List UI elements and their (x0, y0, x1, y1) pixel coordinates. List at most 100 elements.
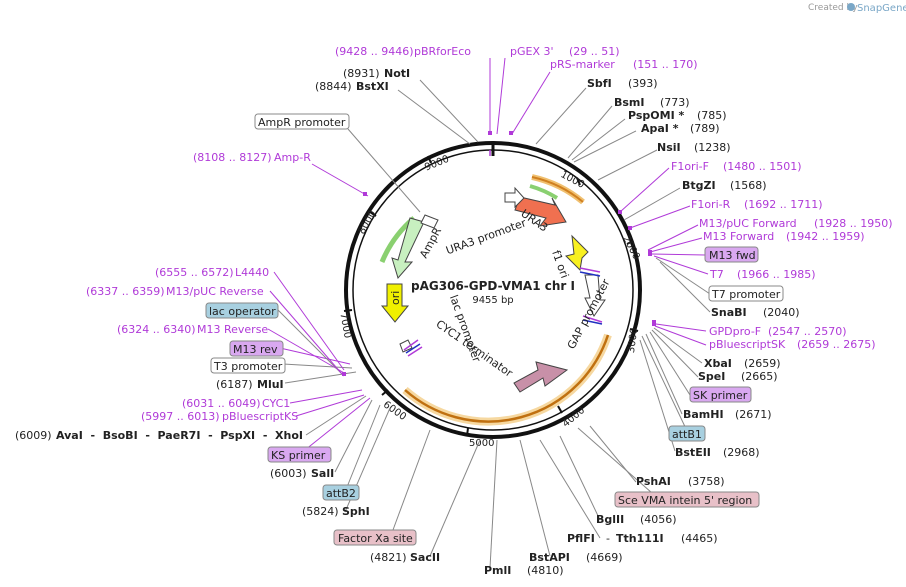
t3-promoter-name: T3 promoter (213, 360, 283, 373)
sbfi-name: SbfI (587, 77, 612, 90)
tick-marks (343, 155, 639, 437)
bglii-name: BglII (596, 513, 624, 526)
mlui-pos: (6187) (216, 378, 253, 391)
attb1-name: attB1 (672, 428, 702, 441)
nsii-name: NsiI (657, 141, 681, 154)
bglii-pos: (4056) (640, 513, 677, 526)
tick-3000: 3000 (626, 327, 640, 354)
btgzi-name: BtgZI (682, 179, 716, 192)
pshai-name: PshAI (636, 475, 671, 488)
avai-group-names: AvaI - BsoBI - PaeR7I - PspXI - XhoI (56, 429, 303, 442)
mlui-name: MluI (257, 378, 284, 391)
attb2-box (322, 484, 360, 501)
pbluescriptsk-name: pBluescriptSK (709, 338, 786, 351)
m13-fwd-box (704, 246, 759, 263)
l4440-range: (6555 .. 6572) (155, 266, 234, 279)
m13puc-fwd-range: (1928 .. 1950) (814, 217, 893, 230)
l4440-name: L4440 (235, 266, 269, 279)
tick-8000: 8000 (357, 209, 379, 237)
pgex3-range: (29 .. 51) (569, 45, 620, 58)
f1ori-r-name: F1ori-R (691, 198, 731, 211)
f1-ori-arrow (565, 234, 589, 272)
sali-pos: (6003) (270, 467, 307, 480)
spei-pos: (2665) (741, 370, 778, 383)
label-ura3-promoter: URA3 promoter (444, 216, 528, 257)
bsmi-pos: (773) (660, 96, 690, 109)
ura3-arrow (514, 196, 567, 227)
cyc1-range: (6031 .. 6049) (182, 397, 261, 410)
tick-5000: 5000 (469, 438, 494, 449)
pflfi-sep: - (606, 532, 610, 545)
plasmid-name: pAG306-GPD-VMA1 chr I (411, 279, 575, 293)
bstxi-pos: (8844) (315, 80, 352, 93)
noti-name: NotI (384, 67, 410, 80)
ks-primer-name: KS primer (271, 449, 326, 462)
snabi-pos: (2040) (763, 306, 800, 319)
factor-xa-box (333, 529, 417, 546)
attb2-name: attB2 (326, 487, 356, 500)
ampr-promoter-box (254, 113, 350, 130)
t3-promoter-box (210, 357, 286, 374)
pbluescriptks-name: pBluescriptKS (222, 410, 298, 423)
pgex3-name: pGEX 3' (510, 45, 554, 58)
m13puc-rev-name: M13/pUC Reverse (166, 285, 264, 298)
snabi-name: SnaBI (711, 306, 747, 319)
snapgene-credit: Created by SnapGene (808, 3, 906, 14)
t7-range: (1966 .. 1985) (737, 268, 816, 281)
avai-pos: (6009) (15, 429, 52, 442)
gpdpro-f-range: (2547 .. 2570) (768, 325, 847, 338)
feature-arc-top-line (531, 176, 584, 203)
credit-brand: SnapGene (857, 3, 906, 14)
noti-pos: (8931) (343, 67, 380, 80)
plasmid-length: 9455 bp (472, 295, 513, 306)
m13-reverse-name: M13 Reverse (197, 323, 268, 336)
label-ampr: AmpR (417, 225, 444, 260)
tick-4000: 4000 (561, 405, 588, 430)
m13puc-fwd-name: M13/pUC Forward (699, 217, 797, 230)
bamhi-name: BamHI (683, 408, 724, 421)
bstapi-name: BstAPI (529, 551, 570, 564)
tick-2000: 2000 (620, 234, 642, 262)
sce-vma-box (614, 491, 760, 508)
m13puc-rev-range: (6337 .. 6359) (86, 285, 165, 298)
credit-prefix: Created by (808, 3, 858, 13)
cyc1-name: CYC1 (262, 397, 290, 410)
m13-reverse-range: (6324 .. 6340) (117, 323, 196, 336)
apai-pos: (789) (690, 122, 720, 135)
gpdpro-f-name: GPDpro-F (709, 325, 761, 338)
leader-lines (267, 57, 711, 569)
attb1-box (668, 425, 706, 442)
cyc1-terminator-arrow (513, 361, 569, 393)
ura3-promoter-arrow (504, 186, 525, 209)
nsii-pos: (1238) (694, 141, 731, 154)
bsteii-pos: (2968) (723, 446, 760, 459)
label-ori: ori (389, 291, 402, 305)
gap-promoter-arrow (584, 274, 606, 317)
t7-promoter-box (708, 285, 784, 302)
sphi-pos: (5824) (302, 505, 339, 518)
pflfi-name: PflFI (567, 532, 595, 545)
btgzi-pos: (1568) (730, 179, 767, 192)
sacii-pos: (4821) (370, 551, 407, 564)
tick-7000: 7000 (337, 312, 352, 339)
pflfi-pos: (4465) (681, 532, 718, 545)
apai-name: ApaI * (641, 122, 679, 135)
f1ori-f-range: (1480 .. 1501) (723, 160, 802, 173)
ampr-arrow (391, 217, 425, 280)
amp-r-name: Amp-R (274, 151, 311, 164)
bstapi-pos: (4669) (586, 551, 623, 564)
ampr-promoter-name: AmpR promoter (258, 116, 346, 129)
pbrforeco-range: (9428 .. 9446) (335, 45, 414, 58)
ura3-arc (529, 184, 559, 200)
pmli-name: PmlI (484, 564, 511, 577)
sbfi-pos: (393) (628, 77, 658, 90)
sk-primer-box (689, 386, 752, 403)
pshai-pos: (3758) (688, 475, 725, 488)
pspomi-pos: (785) (697, 109, 727, 122)
lac-operator-name: lac operator (209, 305, 276, 318)
tth111i-name: Tth111I (616, 532, 664, 545)
backbone-site-marks (342, 131, 656, 376)
ks-primer-box (267, 446, 332, 463)
sacii-name: SacII (410, 551, 440, 564)
